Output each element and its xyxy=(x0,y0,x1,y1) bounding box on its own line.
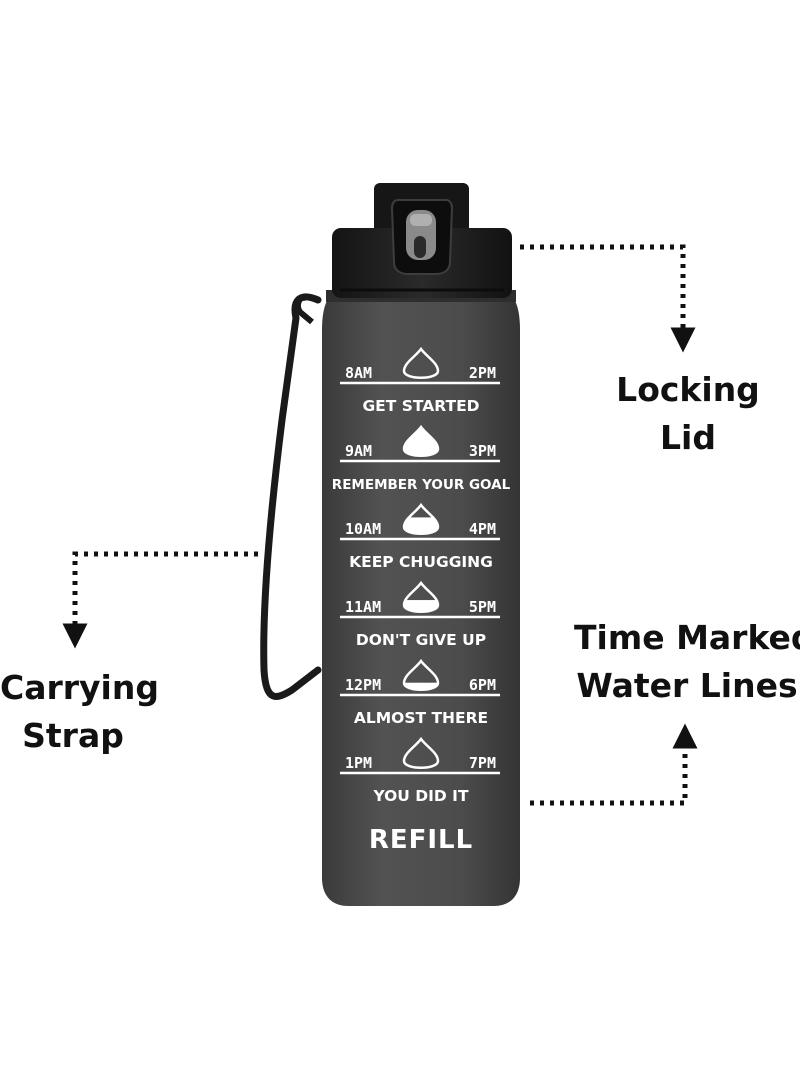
carrying-strap-label: Carrying Strap xyxy=(0,664,159,760)
lid-callout-arrow xyxy=(520,244,696,353)
right-time-label: 6PM xyxy=(469,676,496,694)
left-time-label: 9AM xyxy=(345,442,372,460)
left-time-label: 1PM xyxy=(345,754,372,772)
drop-fill xyxy=(404,682,438,690)
motivation-message: KEEP CHUGGING xyxy=(349,553,493,571)
time-marked-lines-label-line1: Time Marked xyxy=(574,618,800,657)
water-drop-icon xyxy=(402,658,440,691)
water-drop-icon xyxy=(402,346,440,379)
right-time-label: 5PM xyxy=(469,598,496,616)
left-time-label: 8AM xyxy=(345,364,372,382)
water-drop-icon xyxy=(402,502,440,535)
motivation-message: YOU DID IT xyxy=(372,787,468,805)
strap-callout-arrow xyxy=(62,551,258,649)
motivation-message: ALMOST THERE xyxy=(354,709,488,727)
motivation-message: DON'T GIVE UP xyxy=(356,631,486,649)
left-time-label: 12PM xyxy=(345,676,381,694)
time-marker: 8AM 2PM GET STARTED xyxy=(340,346,500,415)
motivation-message: GET STARTED xyxy=(362,397,479,415)
right-time-label: 4PM xyxy=(469,520,496,538)
right-time-label: 7PM xyxy=(469,754,496,772)
right-time-label: 2PM xyxy=(469,364,496,382)
callout-arrows xyxy=(62,244,698,806)
bottle-body xyxy=(322,292,520,906)
drop-fill xyxy=(404,600,438,612)
motivation-message: REMEMBER YOUR GOAL xyxy=(332,477,511,493)
drop-fill xyxy=(404,517,438,534)
right-time-label: 3PM xyxy=(469,442,496,460)
time-marker: 10AM 4PM KEEP CHUGGING xyxy=(340,502,500,571)
water-drop-icon xyxy=(402,580,440,613)
water-drop-icon xyxy=(402,424,440,457)
locking-lid-label: Locking Lid xyxy=(608,366,768,462)
refill-label: REFILL xyxy=(369,825,473,855)
time-marked-lines-label-line2: Water Lines xyxy=(576,666,798,705)
water-lines-callout-arrow xyxy=(530,723,698,806)
locking-lid[interactable] xyxy=(332,183,512,298)
locking-lid-label-line2: Lid xyxy=(660,418,716,457)
water-drop-icon xyxy=(402,736,440,769)
time-marked-lines-label: Time Marked Water Lines xyxy=(574,614,800,710)
left-time-label: 10AM xyxy=(345,520,381,538)
time-marker: 11AM 5PM DON'T GIVE UP xyxy=(340,580,500,649)
locking-lid-label-line1: Locking xyxy=(616,370,760,409)
left-time-label: 11AM xyxy=(345,598,381,616)
carrying-strap xyxy=(260,293,322,700)
carrying-strap-label-line2: Strap xyxy=(22,716,124,755)
carrying-strap-label-line1: Carrying xyxy=(0,668,159,707)
bottle: 8AM 2PM GET STARTED 9AM 3PM REMEMBER YOUR GOA… xyxy=(322,183,520,906)
time-marker: 12PM 6PM ALMOST THERE xyxy=(340,658,500,727)
